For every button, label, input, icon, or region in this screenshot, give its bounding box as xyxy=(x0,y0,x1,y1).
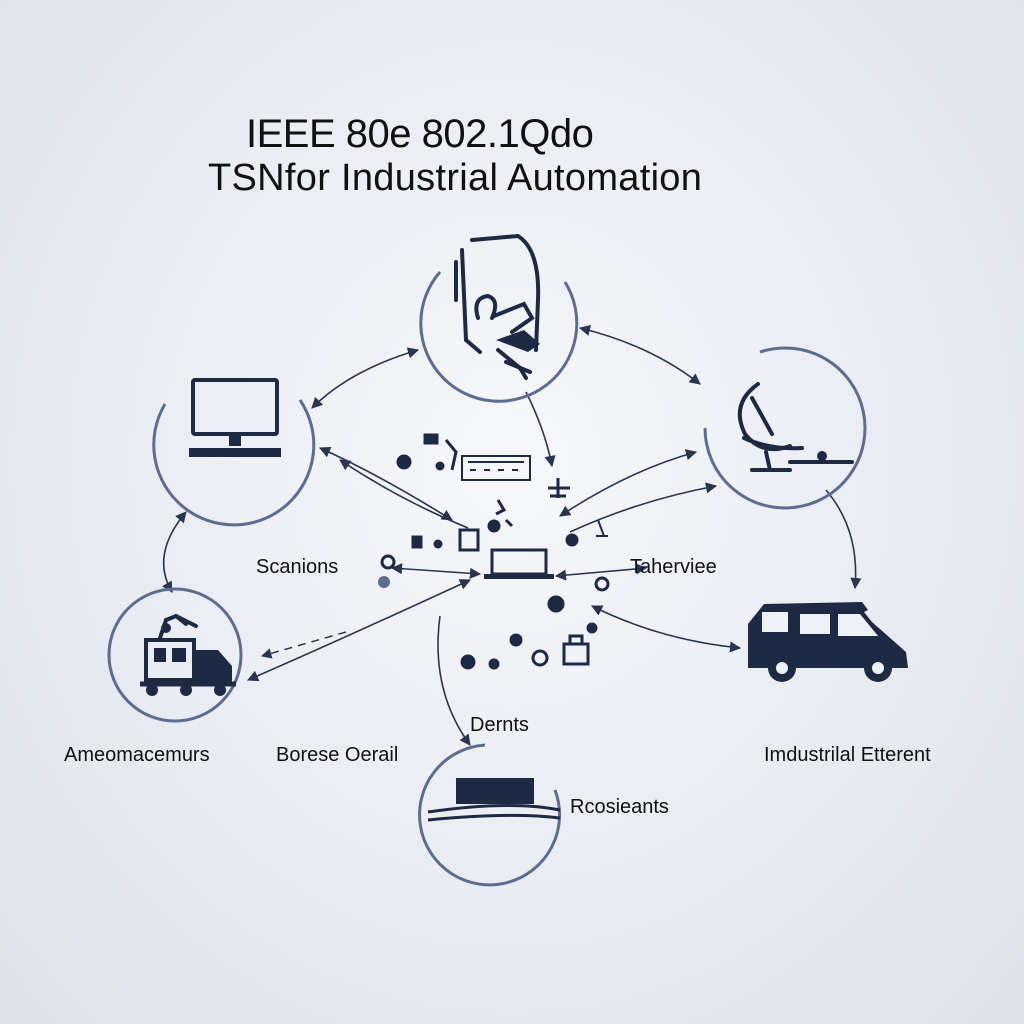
mini-node-icon-9 xyxy=(586,622,598,634)
robot-arm-icon xyxy=(454,233,541,380)
mini-monitor-icon xyxy=(461,455,531,481)
diagram-title-line2: TSNfor Industrial Automation xyxy=(208,157,703,199)
mini-panel-icon xyxy=(423,433,439,445)
robot-arm-base xyxy=(496,330,540,352)
label-dernts: Dernts xyxy=(470,714,529,736)
dashed-link xyxy=(260,631,347,659)
mini-tool-icon xyxy=(596,519,608,537)
hub-cluster-icons xyxy=(378,433,610,670)
arrow-computer-truck xyxy=(162,511,187,593)
arrow-hub-dish xyxy=(559,449,698,517)
mini-node-icon-5 xyxy=(547,595,565,613)
label-borese-oerail: Borese Oerail xyxy=(276,744,399,766)
laptop-hub-icon xyxy=(484,548,554,579)
mini-node-icon-3 xyxy=(565,533,579,547)
satellite-dish-icon xyxy=(737,382,854,472)
mini-dot-icon xyxy=(433,539,443,549)
connector-arrows xyxy=(162,324,862,746)
mini-drone-left-icon xyxy=(380,554,396,570)
mini-box-icon xyxy=(458,528,480,552)
mini-robot-icon xyxy=(396,454,412,470)
arrow-hub-left xyxy=(390,563,482,579)
mini-node-icon-2 xyxy=(487,519,501,533)
mini-sensor-icon xyxy=(378,576,390,588)
arrow-hub-right xyxy=(554,563,648,581)
mini-drone-icon xyxy=(548,478,570,498)
display-panel-icon xyxy=(427,778,561,822)
label-taherviee: Taherviee xyxy=(630,556,717,578)
mini-gear-icon-2 xyxy=(460,654,476,670)
arrow-robot-dish xyxy=(578,324,701,385)
ring-truck xyxy=(107,587,243,723)
desktop-computer-icon xyxy=(189,378,281,457)
van-icon xyxy=(748,602,908,682)
arrow-hub-panel xyxy=(437,615,471,746)
label-industrial-etterent: Imdustrilal Etterent xyxy=(764,744,931,766)
arrow-hub-computer xyxy=(318,447,453,521)
mini-node-icon-4 xyxy=(594,576,610,592)
mini-node-icon-8 xyxy=(488,658,500,670)
label-ameomacemurs: Ameomacemurs xyxy=(64,744,210,766)
ring-panel xyxy=(418,743,562,887)
arrow-hub-computer-2 xyxy=(339,459,469,529)
label-rcosieants: Rcosieants xyxy=(570,796,669,818)
diagram-title-line1: IEEE 80e 802.1Qdo xyxy=(246,112,594,156)
mini-node-icon-6 xyxy=(509,633,523,647)
arrow-hub-truck xyxy=(246,579,472,682)
arrow-dish-van xyxy=(825,489,862,590)
mini-monitor-bars xyxy=(468,461,524,471)
arrow-robot-hub xyxy=(525,391,556,468)
satellite-dish-knob xyxy=(817,451,827,461)
ring-computer xyxy=(152,399,316,527)
mini-robot-lock-icon xyxy=(562,634,590,666)
mini-node-icon-1 xyxy=(435,461,445,471)
ring-dish xyxy=(703,346,867,510)
mini-lamp-icon xyxy=(444,439,458,471)
arrow-hub-van xyxy=(590,605,742,653)
ring-robot xyxy=(419,271,579,403)
mini-box-icon-2 xyxy=(411,535,423,549)
mini-node-icon-7 xyxy=(531,649,549,667)
node-rings xyxy=(107,271,867,887)
label-scanions: Scanions xyxy=(256,556,339,578)
mini-gear-icon xyxy=(495,499,514,528)
arrow-robot-computer xyxy=(311,347,420,409)
arrow-hub-dish-2 xyxy=(569,482,718,533)
cargo-truck-icon xyxy=(140,613,236,696)
